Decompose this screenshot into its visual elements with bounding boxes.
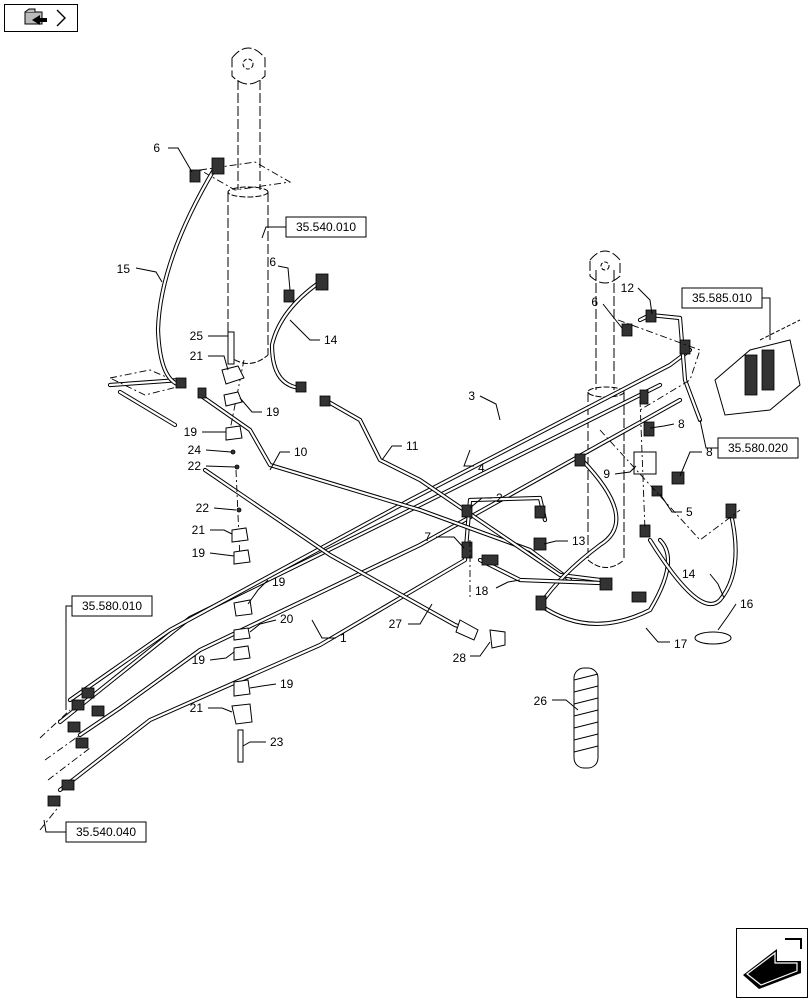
svg-text:35.580.010: 35.580.010 (82, 599, 142, 613)
callout: 22 (188, 459, 202, 473)
clamp-stack (221, 331, 253, 763)
svg-text:35.585.010: 35.585.010 (692, 291, 752, 305)
callout: 20 (280, 612, 294, 626)
callout: 6 (269, 255, 276, 269)
callout: 21 (190, 349, 204, 363)
callout: 8 (706, 445, 713, 459)
left-cylinder (198, 47, 292, 364)
callout: 23 (270, 735, 284, 749)
ref-35-540-010[interactable]: 35.540.010 (261, 216, 367, 239)
callout: 15 (117, 262, 131, 276)
callout: 19 (280, 677, 294, 691)
ref-35-580-010[interactable]: 35.580.010 (65, 595, 153, 710)
callout: 6 (153, 141, 160, 155)
callout: 27 (389, 617, 403, 631)
callout: 1 (340, 631, 347, 645)
callout: 14 (682, 567, 696, 581)
callout: 19 (192, 546, 206, 560)
svg-text:35.540.040: 35.540.040 (76, 825, 136, 839)
callout: 4 (478, 461, 485, 475)
callout: 5 (686, 505, 693, 519)
ref-35-580-020[interactable]: 35.580.020 (699, 419, 799, 459)
callout: 21 (192, 523, 206, 537)
callout: 21 (190, 701, 204, 715)
valve-block (714, 319, 801, 416)
callout: 7 (424, 530, 431, 544)
callout: 8 (678, 417, 685, 431)
callout: 25 (190, 329, 204, 343)
callout: 19 (272, 575, 286, 589)
ref-35-585-010[interactable]: 35.585.010 (681, 287, 771, 340)
callouts: 6 15 6 14 25 21 19 19 24 22 10 11 3 4 12… (117, 141, 754, 749)
callout: 6 (591, 295, 598, 309)
callout: 28 (453, 651, 467, 665)
folder-arrow-icon (24, 8, 66, 27)
callout: 3 (468, 389, 475, 403)
callout: 19 (184, 425, 198, 439)
callout: 2 (496, 491, 503, 505)
callout: 9 (603, 467, 610, 481)
callout: 24 (188, 443, 202, 457)
callout: 12 (621, 281, 635, 295)
callout: 16 (740, 597, 754, 611)
svg-text:35.580.020: 35.580.020 (728, 441, 788, 455)
callout: 14 (324, 333, 338, 347)
callout: 17 (674, 637, 688, 651)
callout: 13 (572, 534, 586, 548)
next-page-button[interactable] (736, 928, 808, 998)
top-nav-button[interactable] (4, 4, 78, 32)
callout: 26 (534, 694, 548, 708)
ref-35-540-040[interactable]: 35.540.040 (43, 819, 147, 843)
callout: 19 (192, 653, 206, 667)
protective-sleeve (573, 667, 599, 769)
fittings (39, 157, 741, 831)
svg-text:35.540.010: 35.540.010 (296, 220, 356, 234)
callout: 10 (294, 445, 308, 459)
callout: 11 (406, 439, 419, 453)
callout: 18 (475, 584, 489, 598)
callout: 22 (196, 501, 210, 515)
next-page-arrow-icon (743, 938, 802, 989)
flexible-hoses (155, 165, 738, 633)
callout: 19 (266, 405, 280, 419)
